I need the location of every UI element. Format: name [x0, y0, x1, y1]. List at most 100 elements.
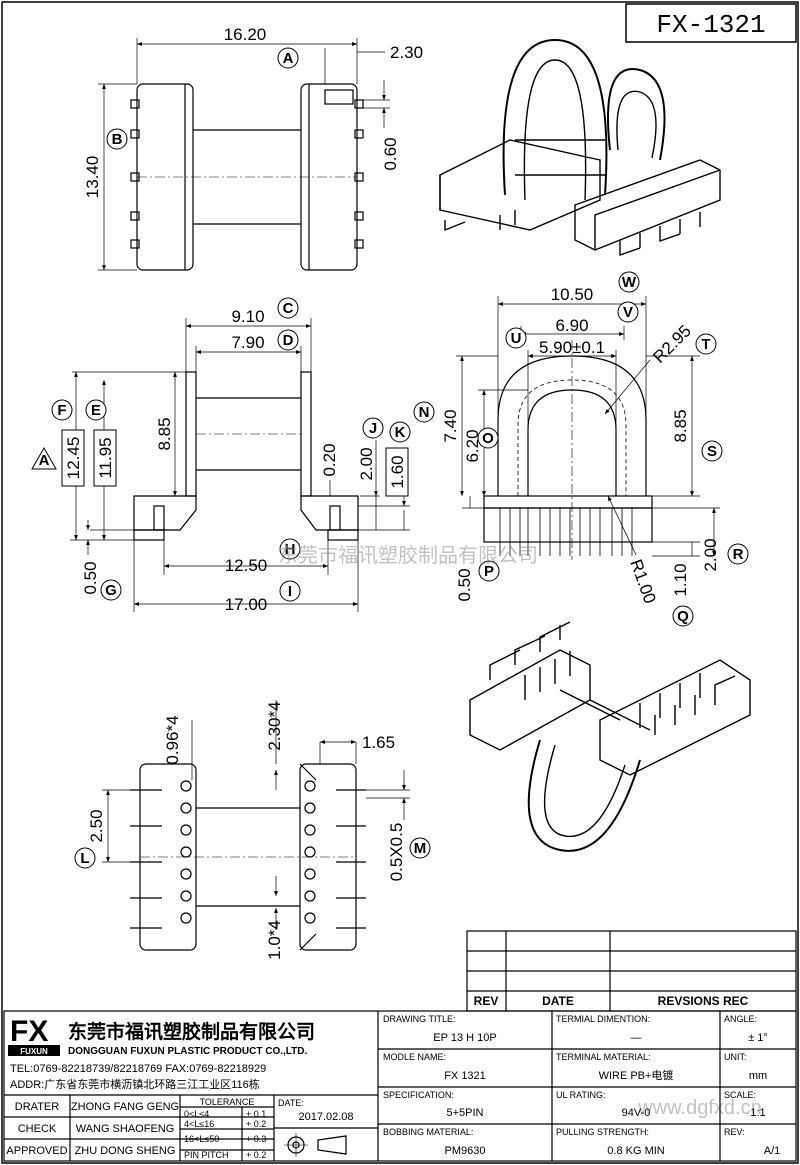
tol3-value: + 0.3: [246, 1134, 266, 1144]
dim-bottom-230: 2.30*4: [265, 701, 284, 750]
side-view: [70, 318, 410, 612]
dim-bottom-165: 1.65: [362, 733, 395, 752]
callout-letter: O: [477, 427, 499, 449]
callout-letter: G: [100, 579, 122, 601]
callout-letter: K: [389, 421, 411, 443]
dim-front-t: 5.90±0.1: [539, 338, 605, 357]
terminal-dim-label: TERMIAL DIMENTION:: [556, 1014, 650, 1024]
callout-letter: P: [478, 560, 500, 582]
callout-letter-text: D: [283, 332, 294, 349]
bottom-view: [102, 700, 410, 951]
pull-label: PULLING STRENGTH:: [556, 1127, 649, 1137]
callout-letter: S: [701, 440, 723, 462]
isometric-view-top: [439, 38, 721, 256]
dim-box-e: [93, 429, 117, 487]
callout-letter-text: F: [57, 402, 66, 419]
callout-letter: U: [505, 327, 527, 349]
callout-letter-text: W: [622, 274, 637, 291]
part-number-box: FX-1321: [625, 3, 797, 43]
angle-value: ± 1°: [748, 1032, 768, 1044]
watermark-text: 东莞市福讯塑胶制品有限公司: [278, 544, 538, 567]
callout-letter: V: [617, 301, 639, 323]
scale-value: 1:1: [750, 1107, 765, 1119]
dim-front-o: 6.20: [463, 429, 482, 462]
title-block: [3, 1010, 797, 1162]
dim-front-050: 0.50: [455, 568, 474, 601]
ul-label: UL RATING:: [556, 1090, 606, 1100]
tol1-value: + 0.1: [246, 1109, 266, 1119]
check-label: CHECK: [18, 1123, 57, 1135]
callout-letter: Q: [672, 605, 694, 627]
callout-letter-text: K: [395, 424, 406, 441]
callout-letter: B: [106, 128, 128, 150]
dim-side-total: 17.00: [225, 595, 268, 614]
dim-side-020: 0.20: [320, 443, 339, 476]
company-logo: FX: [10, 1015, 48, 1048]
callout-letter: R: [727, 543, 749, 565]
spec-label: SPECIFICATION:: [383, 1090, 454, 1100]
dim-side-h: 8.85: [155, 417, 174, 450]
front-view: [456, 296, 720, 560]
model-label: MODLE NAME:: [383, 1052, 446, 1062]
drater-label: DRATER: [15, 1101, 59, 1113]
callout-letter-text: L: [80, 850, 89, 867]
callout-letter-text: J: [369, 420, 377, 437]
scale-label: SCALE:: [724, 1090, 756, 1100]
callout-letter-text: Q: [677, 608, 689, 625]
dim-bottom-096: 0.96*4: [163, 715, 182, 764]
terminal-mat: WIRE PB+电镀: [599, 1068, 674, 1082]
tol4-range: PIN PITCH: [184, 1150, 229, 1160]
company-addr: ADDR:广东省东莞市横沥镇北环路三江工业区116栋: [10, 1077, 260, 1091]
dim-side-k: 1.60: [388, 455, 407, 488]
watermark-url: www.dgfxd.cn: [637, 1097, 761, 1119]
check-name: WANG SHAOFENG: [76, 1123, 175, 1135]
callout-letter-text: V: [623, 304, 633, 321]
dim-front-v: 6.90: [555, 316, 588, 335]
callout-letter: A: [31, 446, 57, 470]
dim-front-r: R2.95: [649, 321, 695, 367]
model-value: FX 1321: [444, 1070, 486, 1082]
callout-letter: C: [277, 297, 299, 319]
dim-front-r1: R1.00: [626, 557, 659, 606]
dim-box-f: [61, 429, 85, 487]
rev-header-rec: REVSIONS REC: [658, 994, 749, 1008]
terminal-dim: —: [631, 1032, 642, 1044]
dim-front-110: 1.10: [671, 563, 690, 596]
callout-letter: F: [51, 399, 73, 421]
tol4-value: + 0.2: [246, 1150, 266, 1160]
callout-letter-text: C: [283, 300, 294, 317]
terminal-mat-label: TERMINAL MATERIAL:: [556, 1052, 651, 1062]
dim-side-c: 9.10: [231, 307, 264, 326]
date-label: DATE:: [278, 1098, 304, 1108]
callout-letter: N: [413, 401, 435, 423]
callout-letter-text: H: [285, 541, 296, 558]
spec-value: 5+5PIN: [447, 1107, 484, 1119]
callout-letter: H: [279, 538, 301, 560]
callout-letter-text: G: [105, 582, 117, 599]
dim-side-f: 12.45: [64, 437, 83, 480]
dim-bottom-10: 1.0*4: [265, 920, 284, 960]
callout-letter-text: A: [39, 452, 50, 469]
angle-label: ANGLE:: [724, 1014, 757, 1024]
callout-letter-text: O: [482, 430, 494, 447]
callout-letter: D: [277, 329, 299, 351]
callout-letter-text: I: [288, 583, 292, 600]
part-number: FX-1321: [656, 10, 765, 40]
drawing-title: EP 13 H 10P: [433, 1032, 496, 1044]
unit-value: mm: [749, 1070, 767, 1082]
callout-letter: A: [277, 47, 299, 69]
callout-letter-text: R: [733, 546, 744, 563]
dim-front-w: 10.50: [551, 285, 594, 304]
approved-name: ZHU DONG SHENG: [75, 1145, 176, 1157]
callout-letter: L: [74, 847, 96, 869]
dim-top-width: 16.20: [224, 25, 267, 44]
isometric-view-bottom: [469, 621, 751, 852]
bobbin-label: BOBBING MATERIAL:: [383, 1127, 473, 1137]
dim-bottom-250: 2.50: [87, 809, 106, 842]
callout-letter-text: U: [511, 330, 522, 347]
callout-letter-text: M: [414, 840, 427, 857]
callout-letter-text: E: [91, 402, 101, 419]
drater-name: ZHONG FANG GENG: [71, 1101, 179, 1113]
